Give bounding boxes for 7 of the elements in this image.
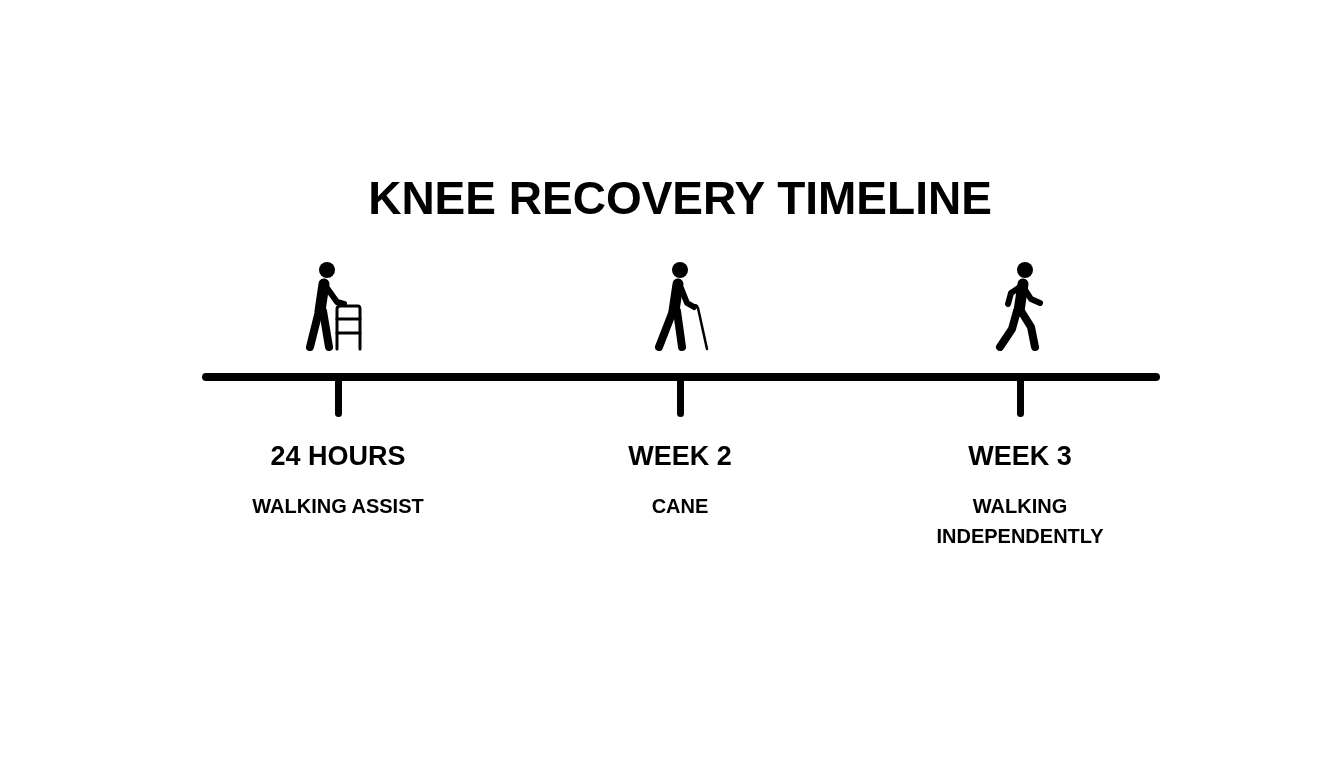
milestone-description: WALKING INDEPENDENTLY — [935, 494, 1105, 549]
diagram-title: KNEE RECOVERY TIMELINE — [368, 172, 992, 224]
milestone-time: WEEK 2 — [628, 441, 732, 471]
milestone-description: WALKING ASSIST — [252, 494, 424, 519]
milestone-description: CANE — [651, 494, 709, 519]
milestone-time: WEEK 3 — [968, 441, 1072, 471]
milestone-time: 24 HOURS — [270, 441, 406, 471]
